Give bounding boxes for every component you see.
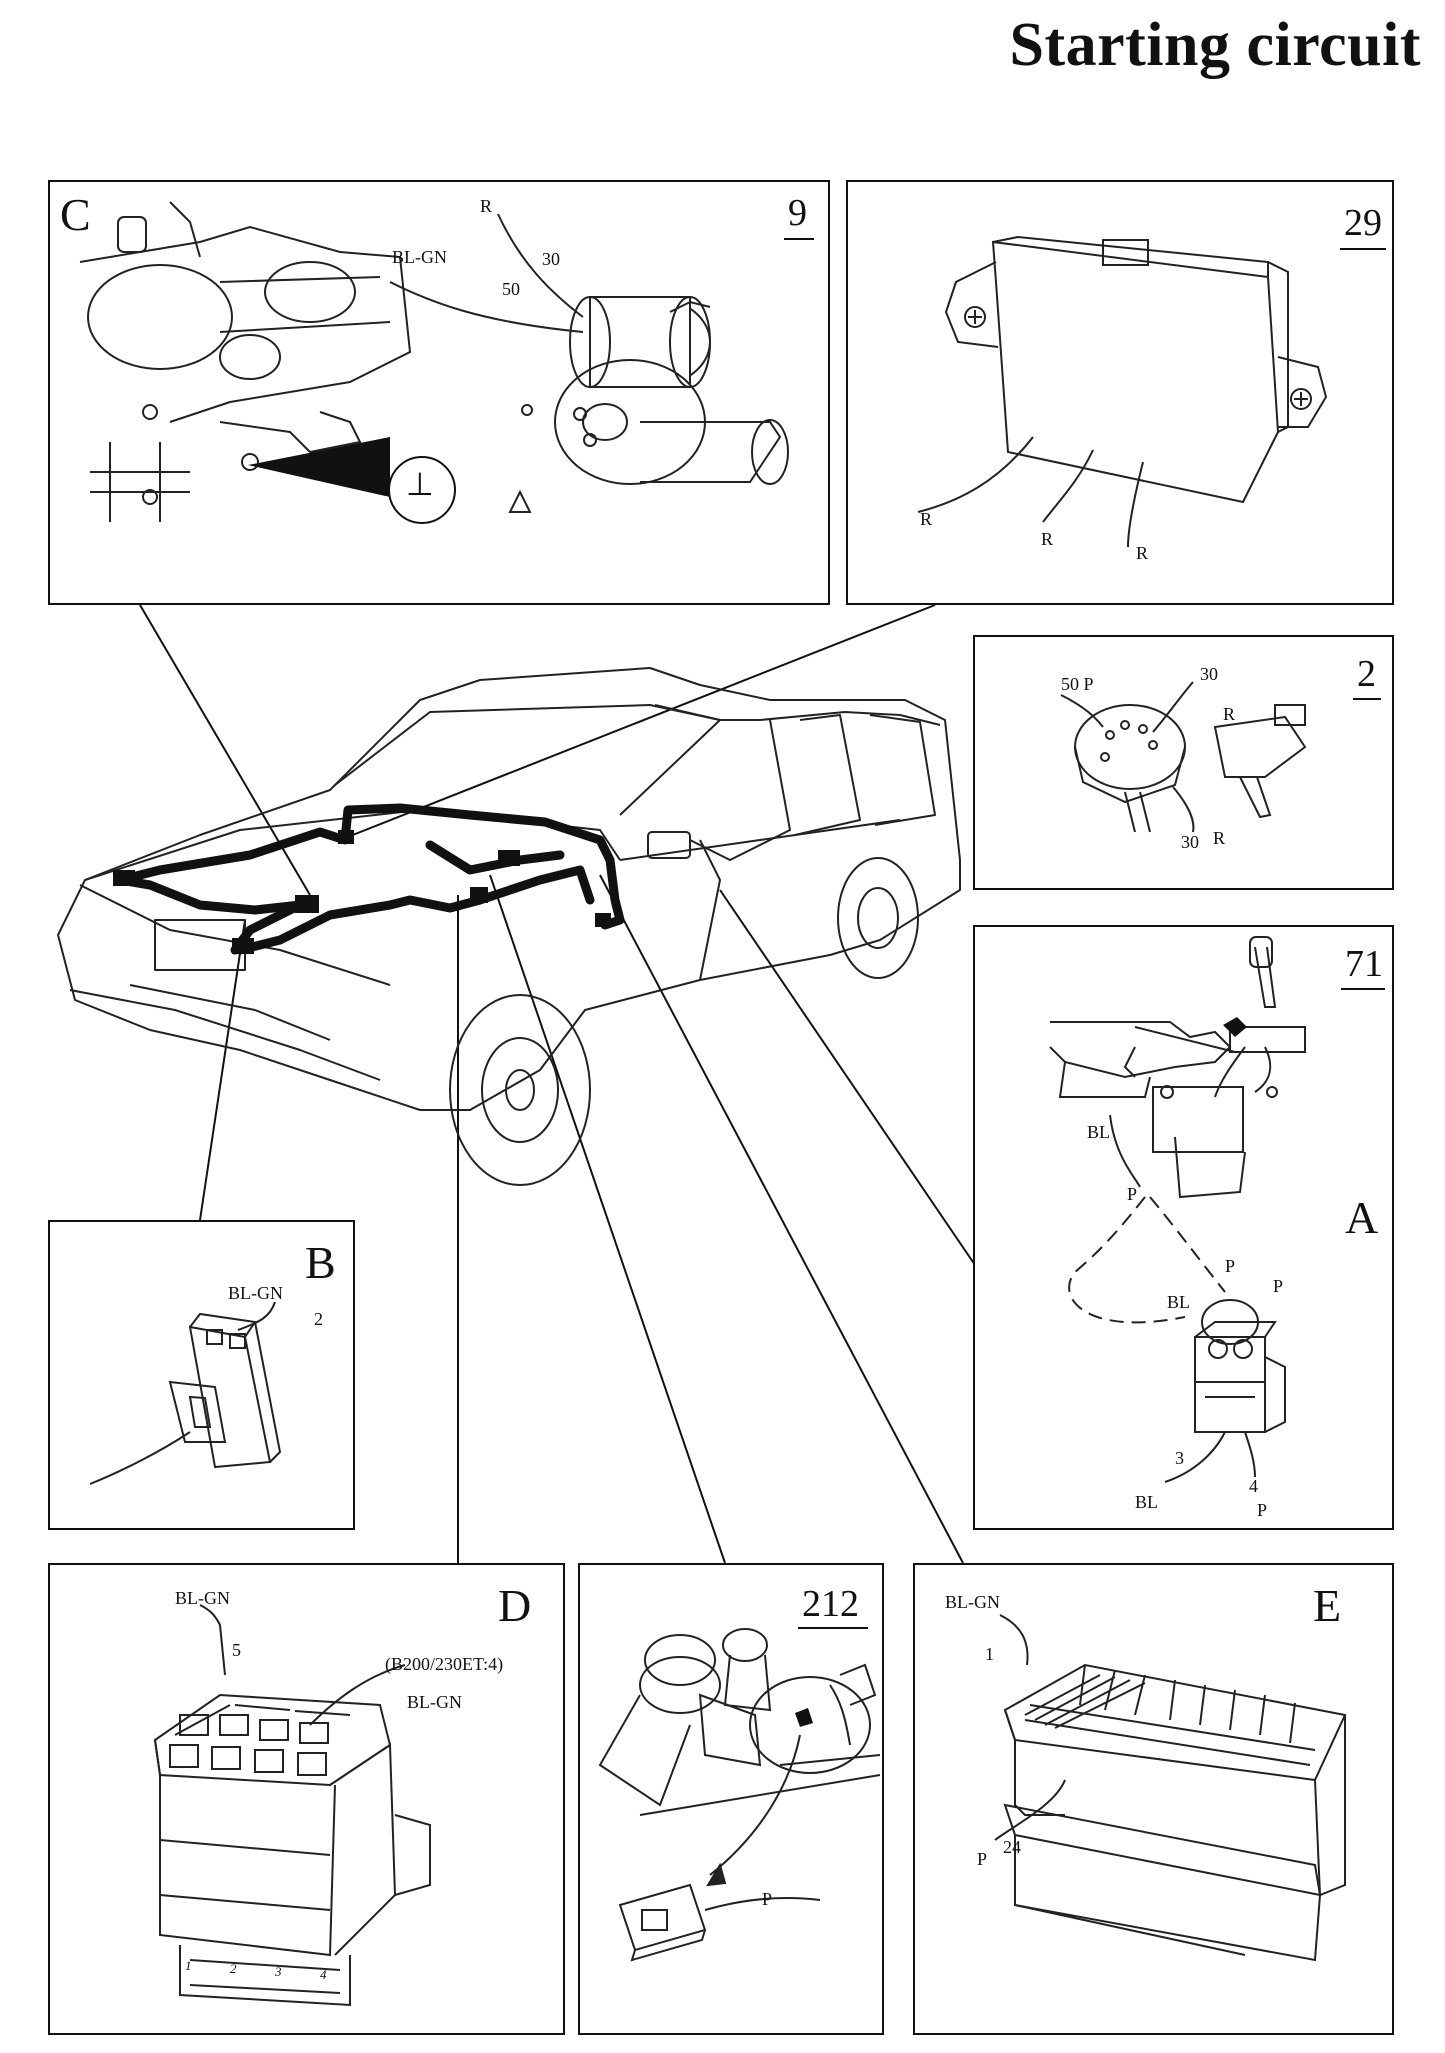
relay-unit-illustration — [917, 235, 1328, 548]
wire-color-p: P — [762, 1889, 773, 1909]
wire-color-p: P — [1273, 1276, 1284, 1296]
panel-number: 212 — [802, 1583, 859, 1625]
wire-color-bl-gn: BL-GN — [392, 247, 447, 267]
connector-b-illustration — [89, 1301, 282, 1485]
panel-2-ignition-switch: 2 50 P 30 R 30 R — [973, 635, 1394, 890]
wire-color-p: P — [1127, 1184, 1138, 1204]
panel-c-starter-motor: C 9 R 30 BL-GN 50 ⊥ — [48, 180, 830, 605]
number-underline — [1353, 698, 1381, 700]
wire-color-bl-gn: BL-GN — [228, 1283, 283, 1303]
wire-color-p: P — [1257, 1500, 1268, 1520]
variant-note: (B200/230ET:4) — [385, 1654, 504, 1674]
ignition-switch-illustration — [1060, 681, 1307, 833]
wire-color-p: P — [977, 1849, 988, 1869]
pin-number: 1 — [185, 1958, 192, 1973]
gear-selector-illustration — [1049, 936, 1306, 1483]
terminal-50-wire-p: 50 P — [1061, 674, 1094, 694]
panel-number: 9 — [788, 192, 807, 234]
number-underline — [798, 1627, 868, 1629]
wire-color-bl: BL — [1087, 1122, 1111, 1142]
terminal-30: 30 — [1200, 664, 1218, 684]
starter-motor-illustration — [79, 201, 789, 524]
connector-d-illustration — [153, 1604, 431, 2007]
panel-d-connector: D BL-GN 5 (B200/230ET:4) BL-GN 1 2 3 4 — [48, 1563, 565, 2035]
wire-color-bl-gn: BL-GN — [175, 1588, 230, 1608]
terminal-5: 5 — [232, 1640, 241, 1660]
wire-color-bl: BL — [1167, 1292, 1191, 1312]
starter-connector-illustration — [598, 1628, 881, 1962]
terminal-4: 4 — [1249, 1476, 1258, 1496]
panel-letter: E — [1313, 1580, 1342, 1631]
terminal-30: 30 — [1181, 832, 1199, 852]
wire-color-r: R — [1136, 543, 1149, 563]
wire-color-bl: BL — [1135, 1492, 1159, 1512]
panel-letter: C — [60, 189, 91, 240]
terminal-50: 50 — [502, 279, 520, 299]
wire-color-r: R — [1213, 828, 1226, 848]
connector-e-illustration — [994, 1614, 1347, 1962]
pin-number: 2 — [230, 1961, 237, 1976]
wire-color-r: R — [1223, 704, 1236, 724]
panel-number: 29 — [1344, 202, 1382, 244]
panel-212-starter-connector: 212 P — [578, 1563, 884, 2035]
terminal-1: 1 — [985, 1644, 994, 1664]
panel-71-gear-selector: 71 A BL P P BL P 3 4 BL P — [973, 925, 1394, 1530]
terminal-30: 30 — [542, 249, 560, 269]
terminal-3: 3 — [1175, 1448, 1184, 1468]
panel-number: 71 — [1345, 943, 1383, 985]
panel-e-connector: E BL-GN 1 P 24 — [913, 1563, 1394, 2035]
panel-letter: D — [498, 1580, 532, 1631]
pin-number: 4 — [320, 1967, 327, 1982]
number-underline — [784, 238, 814, 240]
panel-number: 2 — [1357, 653, 1376, 695]
terminal-2: 2 — [314, 1309, 323, 1329]
wire-color-bl-gn: BL-GN — [407, 1692, 462, 1712]
ground-symbol: ⊥ — [406, 465, 434, 503]
page-title: Starting circuit — [1009, 11, 1421, 79]
panel-letter: A — [1345, 1192, 1379, 1243]
terminal-24: 24 — [1003, 1837, 1021, 1857]
number-underline — [1341, 988, 1385, 990]
number-underline — [1340, 248, 1386, 250]
pin-number: 3 — [275, 1964, 282, 1979]
ground-callout — [388, 456, 456, 524]
panel-letter: B — [305, 1237, 336, 1288]
wire-color-p: P — [1225, 1256, 1236, 1276]
wire-color-r: R — [480, 196, 493, 216]
wire-color-r: R — [920, 509, 933, 529]
wire-color-r: R — [1041, 529, 1054, 549]
wire-color-bl-gn: BL-GN — [945, 1592, 1000, 1612]
panel-29-relay-unit: 29 R R R — [846, 180, 1394, 605]
panel-b-connector: B BL-GN 2 — [48, 1220, 355, 1530]
